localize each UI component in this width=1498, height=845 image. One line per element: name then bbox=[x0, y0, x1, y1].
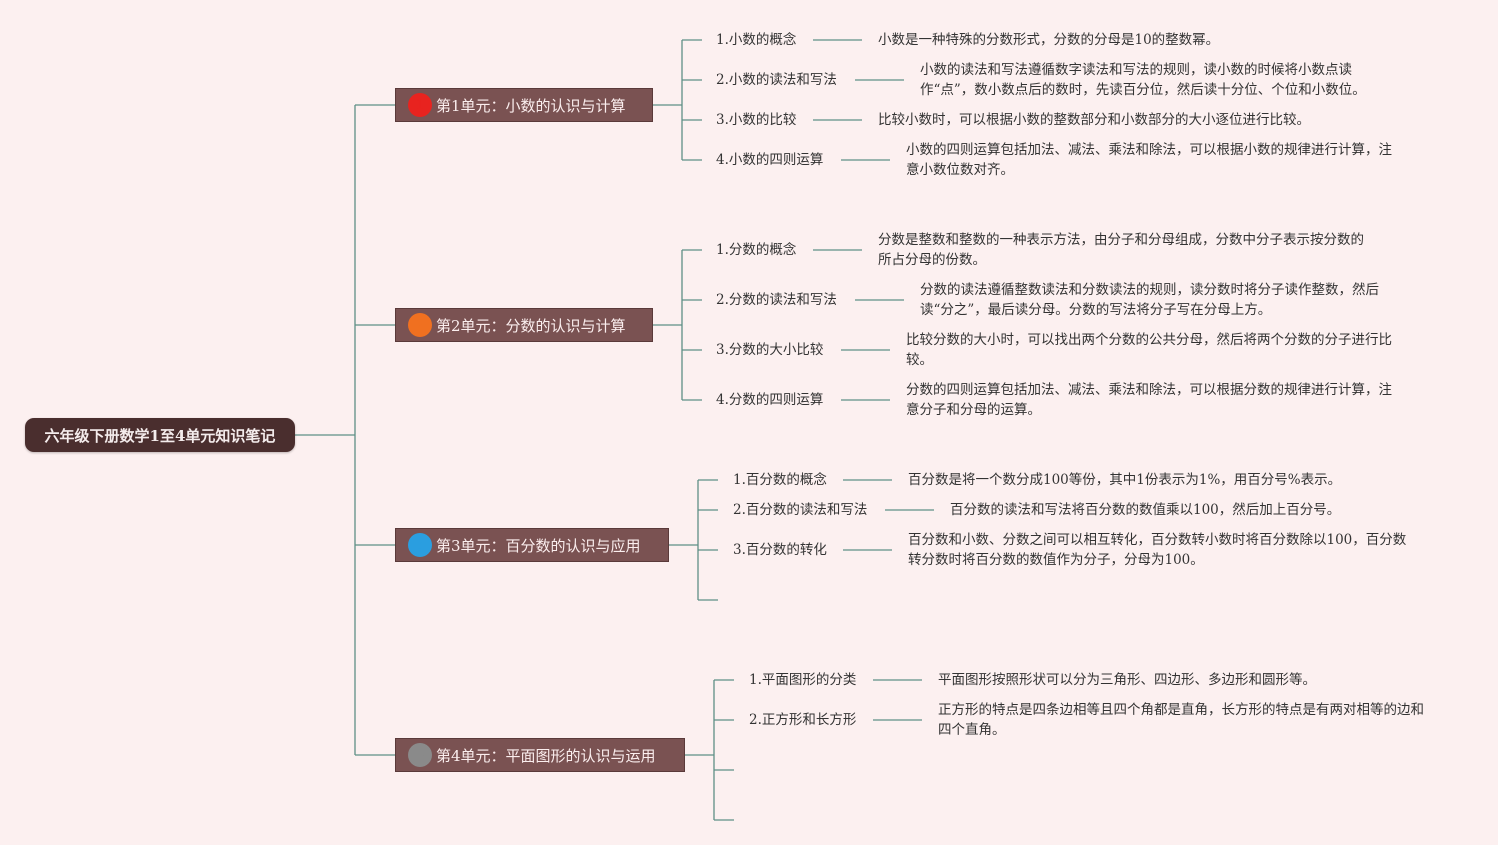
unit-1-topic-2-note: 小数的读法和写法遵循数字读法和写法的规则，读小数的时候将小数点读作“点”，数小数… bbox=[920, 62, 1366, 98]
unit-2-node[interactable]: 2 第2单元：分数的认识与计算 bbox=[395, 308, 653, 342]
unit-3-topic-3-note: 百分数和小数、分数之间可以相互转化，百分数转小数时将百分数除以100，百分数转分… bbox=[908, 532, 1407, 568]
unit-4-badge: 4 bbox=[408, 743, 432, 767]
unit-3-title: 第3单元：百分数的认识与应用 bbox=[436, 536, 641, 555]
unit-3-node[interactable]: 3 第3单元：百分数的认识与应用 bbox=[395, 528, 669, 562]
unit-1-node[interactable]: 1 第1单元：小数的认识与计算 bbox=[395, 88, 653, 122]
unit-1-title: 第1单元：小数的认识与计算 bbox=[436, 96, 626, 115]
unit-2-topic-3-note: 比较分数的大小时，可以找出两个分数的公共分母，然后将两个分数的分子进行比较。 bbox=[906, 332, 1392, 368]
unit-3-badge: 3 bbox=[408, 533, 432, 557]
unit-1-topic-1-note: 小数是一种特殊的分数形式，分数的分母是10的整数幂。 bbox=[878, 32, 1220, 48]
unit-3-topic-1[interactable]: 1.百分数的概念 bbox=[733, 472, 827, 488]
unit-4-topic-1[interactable]: 1.平面图形的分类 bbox=[749, 672, 857, 688]
unit-1-topic-4-note: 小数的四则运算包括加法、减法、乘法和除法，可以根据小数的规律进行计算，注意小数位… bbox=[906, 142, 1392, 178]
unit-1-topic-3-note: 比较小数时，可以根据小数的整数部分和小数部分的大小逐位进行比较。 bbox=[878, 112, 1310, 128]
unit-2-topic-2[interactable]: 2.分数的读法和写法 bbox=[716, 292, 837, 308]
unit-1-topic-4[interactable]: 4.小数的四则运算 bbox=[716, 152, 824, 168]
unit-3-topic-2-note: 百分数的读法和写法将百分数的数值乘以100，然后加上百分号。 bbox=[950, 502, 1341, 518]
unit-2-badge: 2 bbox=[408, 313, 432, 337]
unit-1-topic-1[interactable]: 1.小数的概念 bbox=[716, 32, 797, 48]
unit-2-topic-2-note: 分数的读法遵循整数读法和分数读法的规则，读分数时将分子读作整数，然后读“分之”，… bbox=[920, 282, 1379, 318]
unit-2-topic-4-note: 分数的四则运算包括加法、减法、乘法和除法，可以根据分数的规律进行计算，注意分子和… bbox=[906, 382, 1392, 418]
unit-1-topic-3[interactable]: 3.小数的比较 bbox=[716, 112, 797, 128]
unit-4-topic-2-note: 正方形的特点是四条边相等且四个角都是直角，长方形的特点是有两对相等的边和四个直角… bbox=[938, 702, 1424, 738]
unit-4-topic-2[interactable]: 2.正方形和长方形 bbox=[749, 712, 857, 728]
unit-4-title: 第4单元：平面图形的认识与运用 bbox=[436, 746, 656, 765]
unit-2-topic-3[interactable]: 3.分数的大小比较 bbox=[716, 342, 824, 358]
unit-1-topic-2[interactable]: 2.小数的读法和写法 bbox=[716, 72, 837, 88]
unit-3-topic-3[interactable]: 3.百分数的转化 bbox=[733, 542, 827, 558]
root-topic[interactable]: 六年级下册数学1至4单元知识笔记 bbox=[25, 418, 295, 452]
unit-4-topic-1-note: 平面图形按照形状可以分为三角形、四边形、多边形和圆形等。 bbox=[938, 672, 1316, 688]
unit-2-topic-1-note: 分数是整数和整数的一种表示方法，由分子和分母组成，分数中分子表示按分数的所占分母… bbox=[878, 232, 1364, 268]
unit-2-topic-4[interactable]: 4.分数的四则运算 bbox=[716, 392, 824, 408]
unit-3-topic-2[interactable]: 2.百分数的读法和写法 bbox=[733, 502, 868, 518]
unit-1-badge: 1 bbox=[408, 93, 432, 117]
unit-2-topic-1[interactable]: 1.分数的概念 bbox=[716, 242, 797, 258]
unit-2-title: 第2单元：分数的认识与计算 bbox=[436, 316, 626, 335]
unit-4-node[interactable]: 4 第4单元：平面图形的认识与运用 bbox=[395, 738, 685, 772]
unit-3-topic-1-note: 百分数是将一个数分成100等份，其中1份表示为1%，用百分号%表示。 bbox=[908, 472, 1342, 488]
